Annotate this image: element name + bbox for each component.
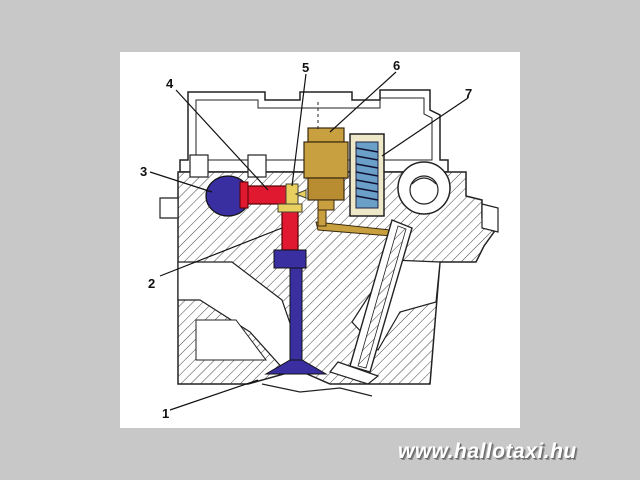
callout-4: 4: [166, 76, 174, 91]
valve-tappet: [281, 209, 299, 251]
callout-2: 2: [148, 276, 155, 291]
cam-bearing-right: [247, 154, 267, 178]
callout-7: 7: [465, 86, 472, 101]
spring-cartridge: [349, 133, 385, 217]
valve-cover-inner: [195, 97, 433, 161]
callout-5: 5: [302, 60, 309, 75]
chamber-floor: [261, 383, 373, 397]
callout-3: 3: [140, 164, 147, 179]
intake-valve: [264, 249, 328, 375]
callout-6: 6: [393, 58, 400, 73]
hydraulic-actuator: [303, 127, 349, 211]
exhaust-cam: [409, 175, 439, 205]
leader-lines: [149, 71, 469, 411]
callout-1: 1: [162, 406, 169, 421]
actuator-plunger: [317, 209, 327, 227]
exhaust-cam-lobe: [411, 177, 437, 185]
watermark-text: www.hallotaxi.hu: [398, 440, 577, 463]
left-flange: [159, 197, 179, 219]
right-flange: [481, 203, 499, 233]
tappet-collar: [277, 203, 303, 213]
water-jacket: [195, 319, 267, 361]
exhaust-valve: [328, 219, 413, 385]
cam-bearing-left: [189, 154, 209, 178]
locking-pin: [285, 183, 307, 207]
